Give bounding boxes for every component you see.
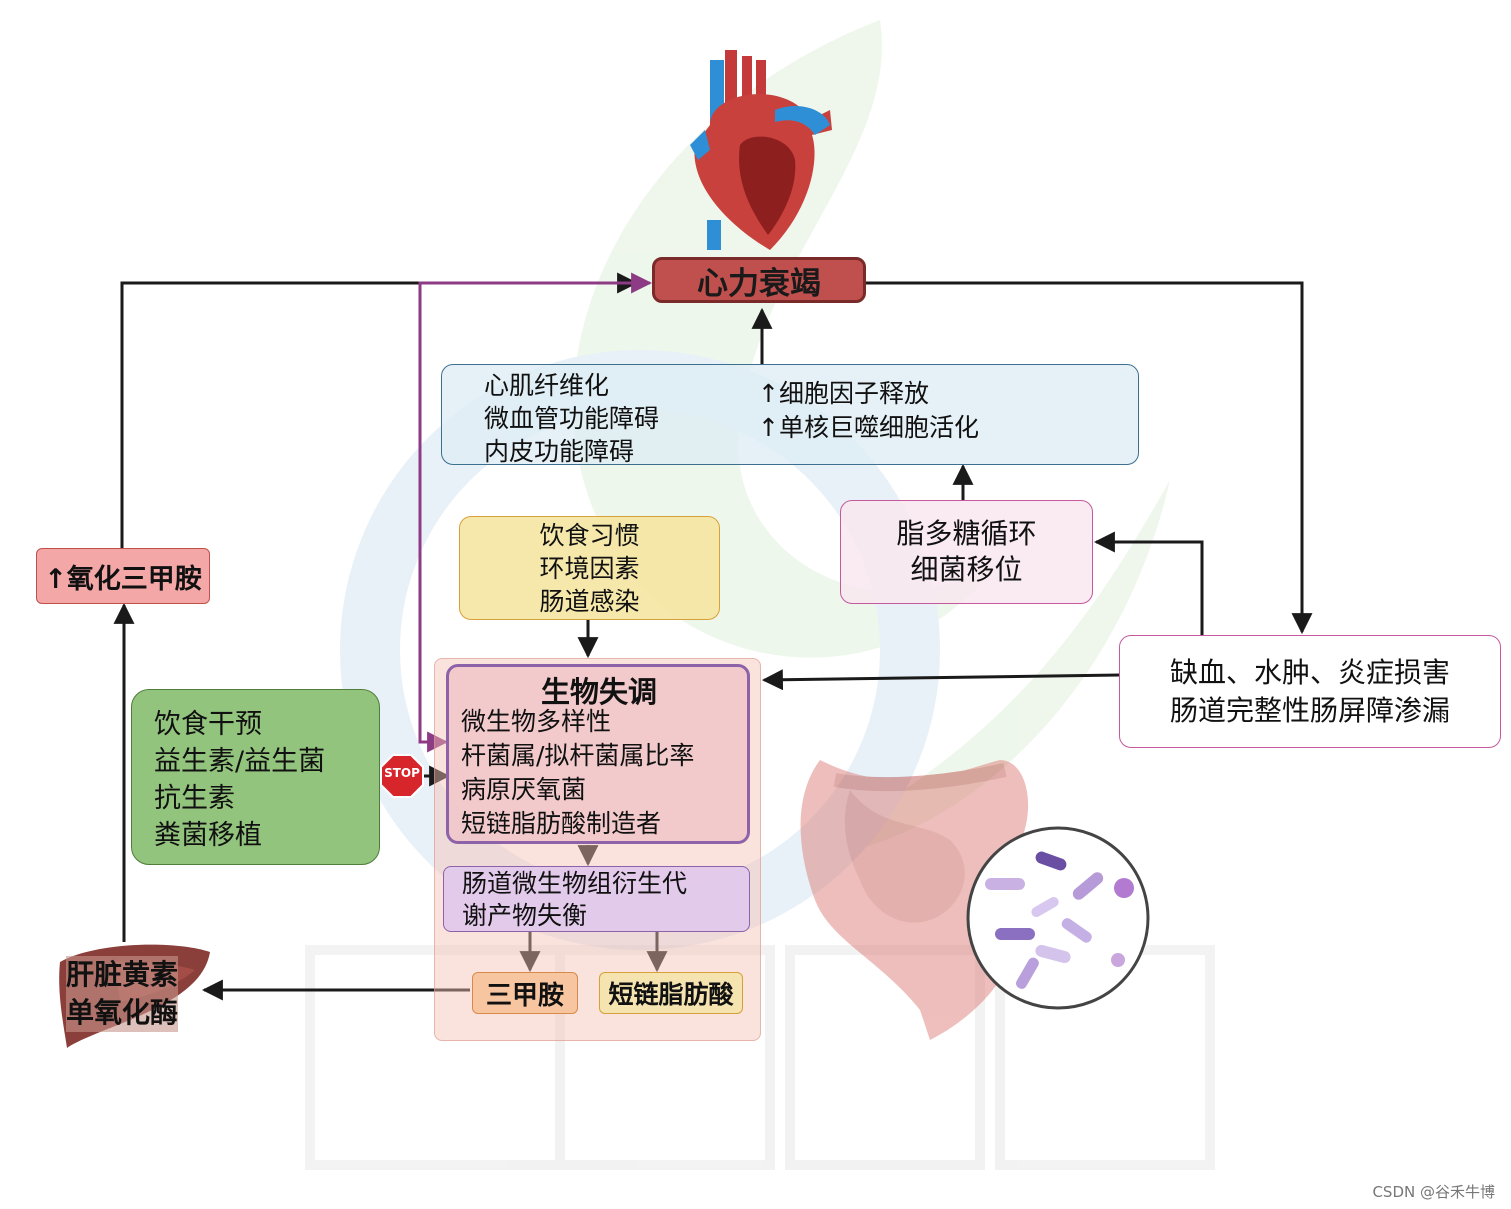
logo-watermark-text xyxy=(305,945,1215,1170)
risk-factor-item: 肠道感染 xyxy=(539,586,640,616)
intervention-item: 饮食干预 xyxy=(154,709,262,740)
interventions-list: 饮食干预 益生素/益生菌 抗生素 粪菌移植 xyxy=(154,706,325,854)
dysbiosis-list: 微生物多样性 杆菌属/拟杆菌属比率 病原厌氧菌 短链脂肪酸制造者 xyxy=(461,705,694,841)
scfa-label: 短链脂肪酸 xyxy=(608,980,734,1009)
liver-item: 肝脏黄素 xyxy=(66,956,179,994)
arrow-heart-failure-to-gut-barrier xyxy=(866,281,1313,635)
metabolite-item: 肠道微生物组衍生代 xyxy=(462,869,688,898)
tmao-box: ↑氧化三甲胺 xyxy=(36,548,210,604)
risk-factor-item: 环境因素 xyxy=(539,553,640,583)
gut-barrier-item: 肠道完整性肠屏障渗漏 xyxy=(1169,693,1450,727)
arrow-bidirectional-heart-dysbiosis xyxy=(418,272,653,753)
stop-sign-icon xyxy=(380,754,424,798)
dysbiosis-item: 杆菌属/拟杆菌属比率 xyxy=(461,741,695,770)
cardiac-effect-item: 微血管功能障碍 xyxy=(484,404,660,433)
liver-item: 单氧化酶 xyxy=(66,994,179,1032)
lps-item: 脂多糖循环 xyxy=(896,517,1037,550)
metabolite-imbalance-text: 肠道微生物组衍生代 谢产物失衡 xyxy=(462,868,687,932)
risk-factor-item: 饮食习惯 xyxy=(539,520,640,550)
metabolite-item: 谢产物失衡 xyxy=(462,901,588,930)
dysbiosis-title: 生物失调 xyxy=(540,675,657,709)
lps-translocation-box: 脂多糖循环 细菌移位 xyxy=(840,500,1093,604)
cardiac-effect-item: ↑单核巨噬细胞活化 xyxy=(758,413,979,442)
arrow-gut-barrier-to-lps xyxy=(1093,531,1204,636)
intervention-item: 抗生素 xyxy=(154,783,235,814)
cardiac-effect-item: 内皮功能障碍 xyxy=(484,437,635,466)
scfa-box: 短链脂肪酸 xyxy=(599,972,743,1014)
dysbiosis-item: 病原厌氧菌 xyxy=(461,775,587,804)
heart-failure-label: 心力衰竭 xyxy=(697,265,821,302)
tmao-label: ↑氧化三甲胺 xyxy=(44,563,202,595)
lps-item: 细菌移位 xyxy=(910,553,1023,586)
tma-label: 三甲胺 xyxy=(485,980,564,1011)
intervention-item: 益生素/益生菌 xyxy=(154,746,326,777)
intervention-item: 粪菌移植 xyxy=(154,820,262,851)
gut-barrier-item: 缺血、水肿、炎症损害 xyxy=(1169,655,1450,689)
cardiac-effects-left: 心肌纤维化 微血管功能障碍 内皮功能障碍 xyxy=(484,369,659,468)
stop-sign-label: STOP xyxy=(384,766,420,780)
heart-failure-box: 心力衰竭 xyxy=(652,257,866,303)
cardiac-effect-item: ↑细胞因子释放 xyxy=(758,379,929,408)
dysbiosis-box: 生物失调 微生物多样性 杆菌属/拟杆菌属比率 病原厌氧菌 短链脂肪酸制造者 xyxy=(446,664,750,844)
interventions-box: 饮食干预 益生素/益生菌 抗生素 粪菌移植 xyxy=(131,689,380,865)
tma-box: 三甲胺 xyxy=(472,972,578,1014)
arrow-gut-barrier-to-dysbiosis xyxy=(761,669,1121,691)
cardiac-effects-right: ↑细胞因子释放 ↑单核巨噬细胞活化 xyxy=(758,377,979,445)
risk-factors-box: 饮食习惯 环境因素 肠道感染 xyxy=(459,516,720,620)
cardiac-effect-item: 心肌纤维化 xyxy=(484,371,610,400)
intestine-illustration xyxy=(800,760,1029,1040)
cardiac-effects-box: 心肌纤维化 微血管功能障碍 内皮功能障碍 ↑细胞因子释放 ↑单核巨噬细胞活化 xyxy=(441,364,1139,468)
microbe-magnifier xyxy=(966,826,1150,1010)
gut-barrier-box: 缺血、水肿、炎症损害 肠道完整性肠屏障渗漏 xyxy=(1119,635,1501,748)
metabolite-imbalance-box: 肠道微生物组衍生代 谢产物失衡 xyxy=(443,866,750,932)
heart-illustration xyxy=(690,50,832,250)
dysbiosis-item: 短链脂肪酸制造者 xyxy=(461,809,662,838)
csdn-watermark: CSDN @谷禾牛博 xyxy=(1372,1183,1495,1201)
liver-label: 肝脏黄素 单氧化酶 xyxy=(66,956,179,1032)
dysbiosis-item: 微生物多样性 xyxy=(461,707,612,736)
